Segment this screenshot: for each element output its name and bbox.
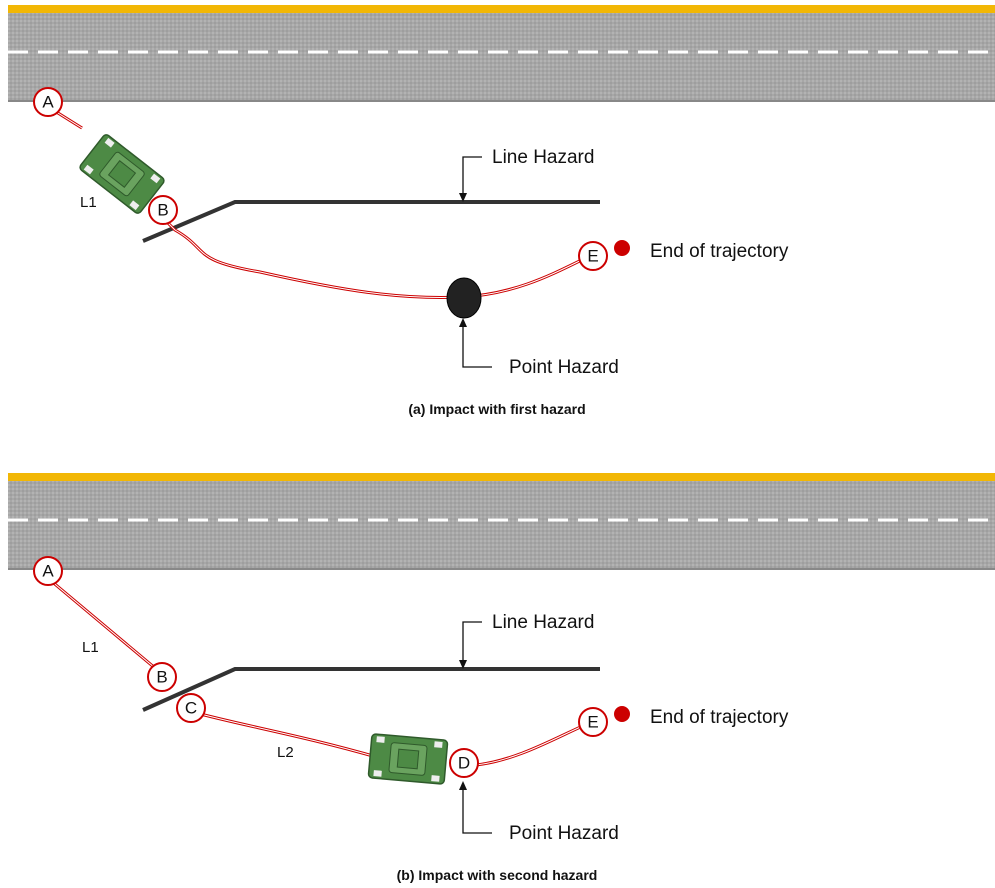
marker-b: B xyxy=(148,195,178,225)
point-hazard xyxy=(446,277,482,319)
marker-e: E xyxy=(578,241,608,271)
road xyxy=(8,5,995,102)
line-hazard xyxy=(142,200,600,243)
caption-a: (a) Impact with first hazard xyxy=(408,401,585,417)
point-hazard-label: Point Hazard xyxy=(509,357,619,378)
line-hazard-label: Line Hazard xyxy=(492,147,594,168)
line-hazard xyxy=(142,667,600,712)
caption-b: (b) Impact with second hazard xyxy=(397,867,598,883)
svg-text:B: B xyxy=(157,201,168,220)
panel-a: A B E L1 Line Hazard Point Hazard End of… xyxy=(8,5,995,417)
panel-b: A B C D E L1 L2 Line Hazard Point Hazard… xyxy=(8,473,995,883)
svg-text:A: A xyxy=(42,562,54,581)
svg-text:C: C xyxy=(185,699,197,718)
point-hazard-label: Point Hazard xyxy=(509,823,619,844)
svg-text:E: E xyxy=(587,247,598,266)
segment-label-l1: L1 xyxy=(82,639,99,656)
marker-b: B xyxy=(147,662,177,692)
svg-text:E: E xyxy=(587,713,598,732)
line-hazard-leader xyxy=(462,156,482,198)
segment-label-l2: L2 xyxy=(277,744,294,761)
marker-a: A xyxy=(33,87,63,117)
point-hazard-leader xyxy=(462,322,492,368)
line-hazard-label: Line Hazard xyxy=(492,612,594,633)
svg-text:D: D xyxy=(458,754,470,773)
line-hazard-leader xyxy=(462,621,482,665)
end-of-trajectory-label: End of trajectory xyxy=(650,241,789,262)
end-of-trajectory-label: End of trajectory xyxy=(650,707,789,728)
marker-e: E xyxy=(578,707,608,737)
end-dot xyxy=(614,240,630,256)
segment-label-l1: L1 xyxy=(80,194,97,211)
trajectory-path xyxy=(49,578,593,767)
marker-a: A xyxy=(33,556,63,586)
marker-d: D xyxy=(449,748,479,778)
road xyxy=(8,473,995,570)
marker-c: C xyxy=(176,693,206,723)
vehicle xyxy=(367,733,449,785)
end-dot xyxy=(614,706,630,722)
point-hazard-leader xyxy=(462,785,492,834)
vehicle xyxy=(79,134,165,214)
svg-text:A: A xyxy=(42,93,54,112)
svg-text:B: B xyxy=(156,668,167,687)
